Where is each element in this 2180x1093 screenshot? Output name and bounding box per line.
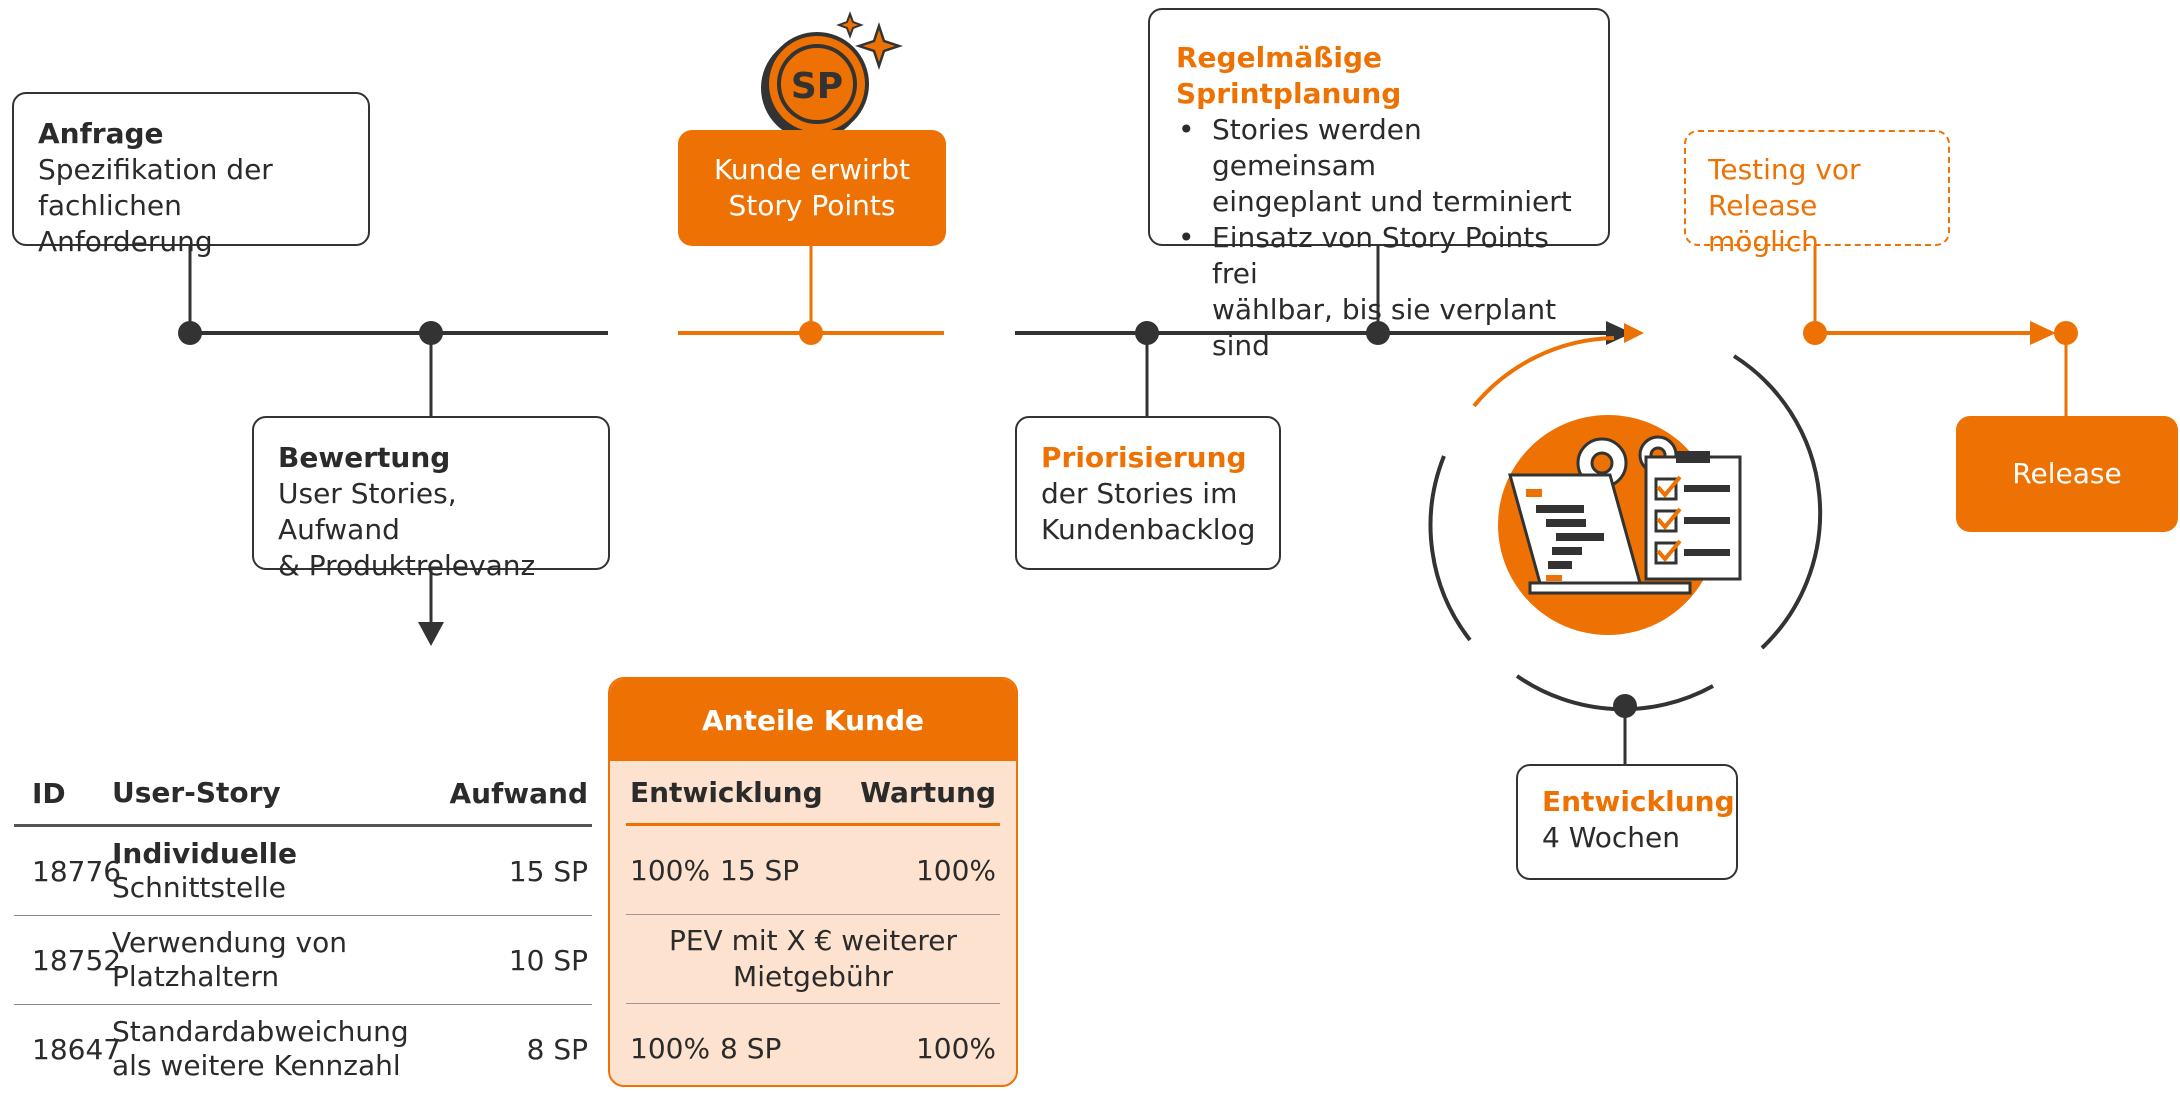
row-id: 18776 <box>32 854 122 888</box>
step-entwicklung-text-1: 4 Wochen <box>1542 821 1681 854</box>
row-id: 18752 <box>32 943 122 977</box>
row-effort: 8 SP <box>526 1032 588 1066</box>
step-bewertung-text-1: User Stories, Aufwand <box>278 477 457 546</box>
step-entwicklung-title: Entwicklung <box>1542 785 1735 818</box>
share-dev-points: 8 SP <box>720 1031 782 1065</box>
step-testing-text-2: Release möglich <box>1708 189 1819 258</box>
step-release: Release <box>1956 416 2178 532</box>
share-row-merged: PEV mit X € weiterer Mietgebühr <box>626 915 1000 1004</box>
share-dev-percent: 100% <box>630 1031 711 1065</box>
row-story: Verwendung von Platzhaltern <box>112 926 442 994</box>
timeline-dot-release <box>2054 321 2078 345</box>
timeline-dot-anfrage <box>178 321 202 345</box>
timeline-dot-kunde <box>799 321 823 345</box>
sprint-bullet-2: Einsatz von Story Points frei wählbar, b… <box>1178 220 1582 364</box>
sprint-bullet-2-line-2: wählbar, bis sie verplant sind <box>1212 293 1557 362</box>
step-testing-text-1: Testing vor <box>1708 153 1861 186</box>
step-kunde-text-1: Kunde erwirbt <box>713 153 911 186</box>
row-story-line-1: Standardabweichung <box>112 1015 409 1048</box>
step-priorisierung: Priorisierung der Stories im Kundenbackl… <box>1015 416 1281 570</box>
step-sprintplanung: Regelmäßige Sprintplanung Stories werden… <box>1148 8 1610 362</box>
story-points-coin-icon: SP <box>761 11 903 140</box>
share-dev-percent: 100% <box>630 853 711 887</box>
header-id: ID <box>32 776 66 810</box>
step-testing: Testing vor Release möglich <box>1684 130 1950 258</box>
sprint-bullet-1-line-1: Stories werden gemeinsam <box>1212 113 1422 182</box>
cycle-dot-entwicklung <box>1613 694 1637 718</box>
step-priorisierung-text-2: Kundenbacklog <box>1041 513 1256 546</box>
cycle-arc-left <box>1428 455 1472 642</box>
step-bewertung: Bewertung User Stories, Aufwand & Produk… <box>252 416 610 582</box>
step-sprint-title: Regelmäßige Sprintplanung <box>1176 41 1402 110</box>
share-maint-percent: 100% <box>915 853 996 887</box>
table-row: 18647 Standardabweichung als weitere Ken… <box>14 1005 592 1093</box>
customer-share-table: Anteile Kunde Entwicklung Wartung 100% 1… <box>608 677 1018 1087</box>
laptop-icon <box>1508 473 1692 595</box>
table-row: 18776 Individuelle Schnittstelle 15 SP <box>14 827 592 916</box>
table-row: 18752 Verwendung von Platzhaltern 10 SP <box>14 916 592 1005</box>
row-story: Individuelle Schnittstelle <box>112 837 442 905</box>
step-bewertung-text-2: & Produktrelevanz <box>278 549 536 582</box>
checklist-icon <box>1644 451 1742 581</box>
row-story: Standardabweichung als weitere Kennzahl <box>112 1015 442 1083</box>
row-effort: 15 SP <box>508 854 588 888</box>
share-row: 100% 8 SP 100% <box>626 1004 1000 1085</box>
header-user-story: User-Story <box>112 776 281 809</box>
row-story-line-2: als weitere Kennzahl <box>112 1049 401 1082</box>
row-effort: 10 SP <box>508 943 588 977</box>
share-row: 100% 15 SP 100% <box>626 826 1000 915</box>
step-anfrage: Anfrage Spezifikation der fachlichen Anf… <box>12 92 370 258</box>
header-entwicklung: Entwicklung <box>630 775 823 809</box>
step-anfrage-text-1: Spezifikation der <box>38 153 273 186</box>
row-story-rest: Schnittstelle <box>112 871 286 904</box>
row-story-bold: Individuelle <box>112 837 297 870</box>
step-anfrage-title: Anfrage <box>38 117 164 150</box>
step-bewertung-title: Bewertung <box>278 441 451 474</box>
sprint-bullet-1: Stories werden gemeinsam eingeplant und … <box>1178 112 1582 220</box>
sprint-bullet-list: Stories werden gemeinsam eingeplant und … <box>1176 112 1582 364</box>
step-anfrage-text-2: fachlichen Anforderung <box>38 189 213 258</box>
customer-share-title: Anteile Kunde <box>610 679 1016 761</box>
row-story-line-1: Verwendung von <box>112 926 347 959</box>
sprint-bullet-2-line-1: Einsatz von Story Points frei <box>1212 221 1549 290</box>
share-dev-points: 15 SP <box>720 853 800 887</box>
step-release-label: Release <box>2012 457 2122 490</box>
step-kunde-erwirbt: Kunde erwirbt Story Points <box>678 130 946 246</box>
row-id: 18647 <box>32 1032 122 1066</box>
row-story-line-2: Platzhaltern <box>112 960 280 993</box>
arrow-down-to-table <box>418 622 444 646</box>
timeline-dot-priorisierung <box>1135 321 1159 345</box>
coin-label: SP <box>791 66 843 107</box>
arrow-right-release <box>2030 321 2056 345</box>
sparkle-small-icon <box>836 11 864 39</box>
share-maint-percent: 100% <box>915 1031 996 1065</box>
sparkle-large-icon <box>855 22 903 70</box>
step-entwicklung: Entwicklung 4 Wochen <box>1516 764 1738 880</box>
arrow-right-orange <box>1624 323 1644 343</box>
step-priorisierung-title: Priorisierung <box>1041 441 1247 474</box>
step-priorisierung-text-1: der Stories im <box>1041 477 1238 510</box>
share-merged-line-1: PEV mit X € weiterer <box>668 924 958 957</box>
share-merged-line-2: Mietgebühr <box>733 960 893 993</box>
cycle-arc-top-right <box>1732 354 1823 650</box>
development-illustration <box>1498 415 1742 635</box>
sprint-bullet-1-line-2: eingeplant und terminiert <box>1212 185 1572 218</box>
customer-share-header: Entwicklung Wartung <box>626 761 1000 826</box>
timeline-dot-bewertung <box>419 321 443 345</box>
timeline-dot-testing <box>1803 321 1827 345</box>
user-story-table-header: ID User-Story Aufwand <box>14 762 592 827</box>
header-wartung: Wartung <box>860 775 996 809</box>
user-story-table: ID User-Story Aufwand 18776 Individuelle… <box>14 762 592 1093</box>
header-aufwand: Aufwand <box>449 776 588 810</box>
step-kunde-text-2: Story Points <box>728 189 896 222</box>
